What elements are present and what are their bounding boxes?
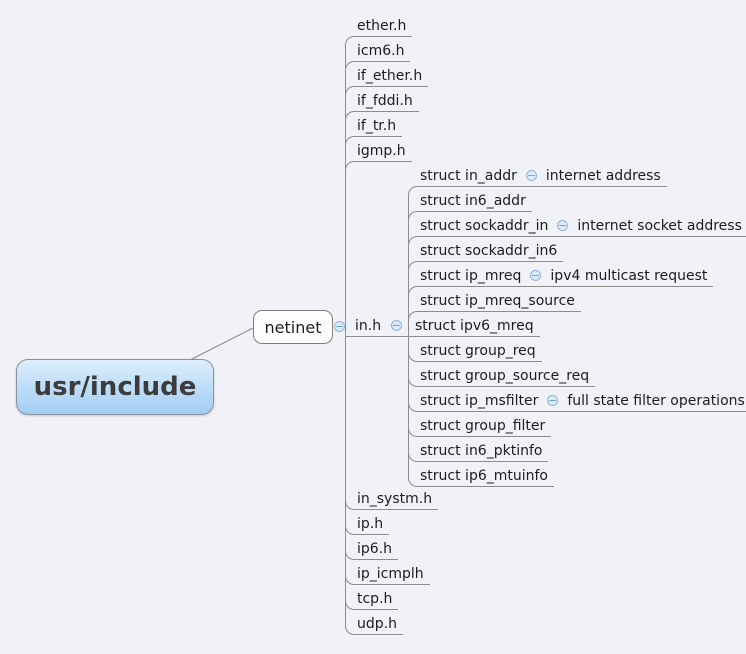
node-label: struct in_addr (420, 167, 517, 184)
node-label: tcp.h (357, 590, 393, 607)
branch-elbow (345, 161, 354, 170)
node-note: internet address (545, 167, 661, 184)
branch-elbow (345, 136, 354, 145)
node-label: struct ip_mreq (420, 267, 522, 284)
node-if-fddi-h[interactable]: if_fddi.h (353, 90, 419, 112)
node-struct-group-req[interactable]: struct group_req (416, 340, 542, 362)
fold-icon[interactable] (391, 320, 402, 331)
node-label: icm6.h (357, 42, 405, 59)
node-label: ip6.h (357, 540, 393, 557)
branch-elbow (408, 236, 417, 245)
node-label: struct group_source_req (420, 367, 590, 384)
node-label: in_systm.h (357, 490, 433, 507)
node-label: udp.h (357, 615, 397, 632)
node-if-tr-h[interactable]: if_tr.h (353, 115, 403, 137)
fold-icon[interactable] (525, 170, 537, 181)
node-struct-ip6-mtuinfo[interactable]: struct ip6_mtuinfo (416, 465, 554, 487)
node-struct-sockaddr-in6[interactable]: struct sockaddr_in6 (416, 240, 564, 262)
node-label: in.h (355, 317, 382, 334)
node-label: ether.h (357, 17, 407, 34)
node-ip-icmplh[interactable]: ip_icmplh (353, 563, 430, 585)
node-label: if_tr.h (357, 117, 397, 134)
branch-elbow (408, 211, 417, 220)
fold-icon[interactable] (547, 395, 559, 406)
node-in-systm-h[interactable]: in_systm.h (353, 488, 439, 510)
branch-elbow (408, 261, 417, 270)
node-struct-group-source-req[interactable]: struct group_source_req (416, 365, 596, 387)
node-label: struct group_filter (420, 417, 546, 434)
branch-elbow (408, 186, 417, 195)
fold-icon[interactable] (334, 321, 345, 332)
branch-elbow (345, 86, 354, 95)
node-label: struct sockaddr_in6 (420, 242, 558, 259)
node-struct-ip-msfilter[interactable]: struct ip_msfilter full state filter ope… (416, 390, 746, 412)
branch-elbow (345, 36, 354, 45)
node-struct-group-filter[interactable]: struct group_filter (416, 415, 552, 437)
node-label: igmp.h (357, 142, 406, 159)
node-label: struct sockaddr_in (420, 217, 549, 234)
node-udp-h[interactable]: udp.h (353, 613, 403, 635)
node-ether-h[interactable]: ether.h (353, 15, 413, 37)
root-node-label: usr/include (33, 372, 197, 402)
branch-line-inh-children (408, 194, 409, 480)
branch-elbow (408, 311, 417, 320)
branch-elbow (345, 61, 354, 70)
node-struct-ipv6-mreq[interactable]: struct ipv6_mreq (408, 315, 540, 337)
node-netinet[interactable]: netinet (253, 310, 333, 344)
node-label: struct ip6_mtuinfo (420, 467, 548, 484)
node-struct-ip-mreq[interactable]: struct ip_mreq ipv4 multicast request (416, 265, 714, 287)
branch-elbow (345, 111, 354, 120)
node-label: struct ip_msfilter (420, 392, 539, 409)
node-ip-h[interactable]: ip.h (353, 513, 390, 535)
netinet-node-label: netinet (264, 317, 322, 337)
node-in-h[interactable]: in.h (345, 315, 408, 337)
node-label: struct in6_addr (420, 192, 526, 209)
node-struct-in-addr[interactable]: struct in_addr internet address (416, 165, 667, 187)
node-label: if_fddi.h (357, 92, 413, 109)
node-note: ipv4 multicast request (550, 267, 708, 284)
node-struct-in6-pktinfo[interactable]: struct in6_pktinfo (416, 440, 549, 462)
node-label: struct ip_mreq_source (420, 292, 575, 309)
node-note: internet socket address (577, 217, 742, 234)
branch-elbow (408, 286, 417, 295)
node-igmp-h[interactable]: igmp.h (353, 140, 412, 162)
node-struct-ip-mreq-source[interactable]: struct ip_mreq_source (416, 290, 581, 312)
node-icm6-h[interactable]: icm6.h (353, 40, 411, 62)
node-label: ip_icmplh (357, 565, 424, 582)
node-usr-include[interactable]: usr/include (16, 359, 214, 415)
node-label: ip.h (357, 515, 384, 532)
fold-icon[interactable] (557, 220, 569, 231)
node-label: if_ether.h (357, 67, 423, 84)
node-tcp-h[interactable]: tcp.h (353, 588, 399, 610)
node-label: struct in6_pktinfo (420, 442, 543, 459)
node-struct-sockaddr-in[interactable]: struct sockaddr_in internet socket addre… (416, 215, 746, 237)
node-if-ether-h[interactable]: if_ether.h (353, 65, 429, 87)
node-note: full state filter operations (567, 392, 745, 409)
node-ip6-h[interactable]: ip6.h (353, 538, 399, 560)
node-label: struct group_req (420, 342, 536, 359)
node-struct-in6-addr[interactable]: struct in6_addr (416, 190, 532, 212)
fold-icon[interactable] (530, 270, 542, 281)
node-label: struct ipv6_mreq (415, 317, 534, 334)
